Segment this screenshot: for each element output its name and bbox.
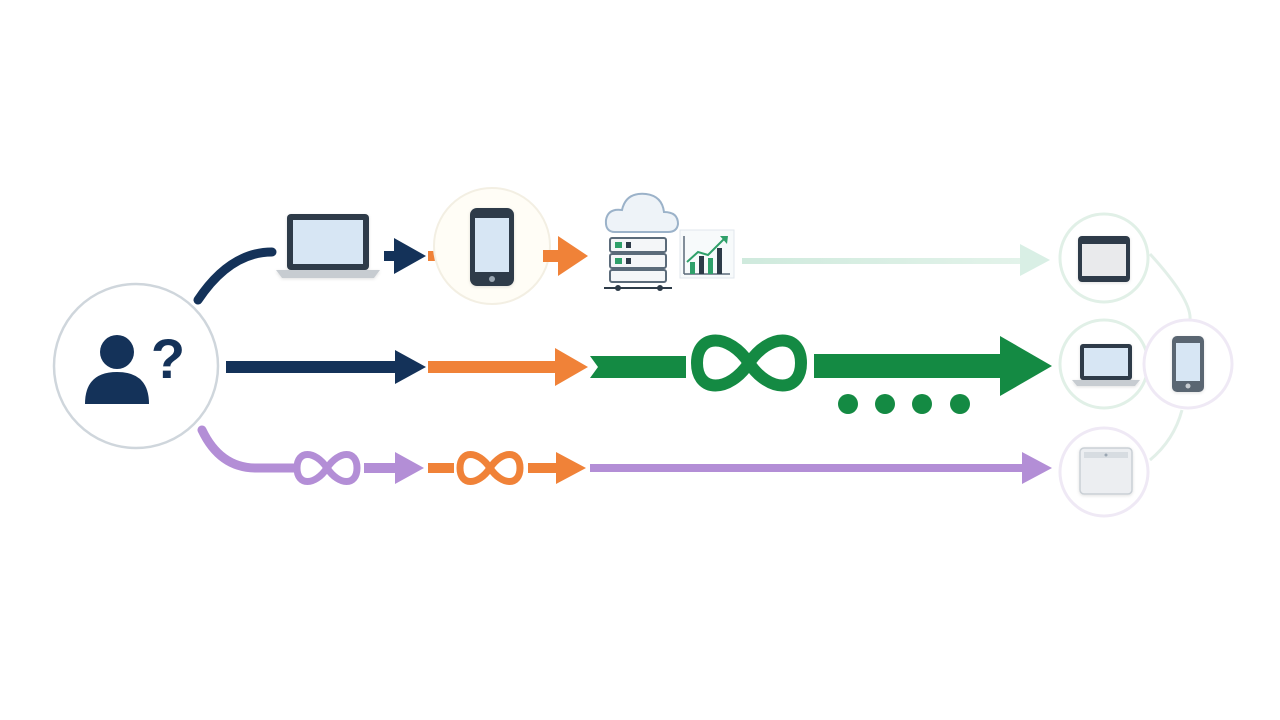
infinity-icon-purple <box>293 451 361 485</box>
arrow-mid-navy <box>226 350 426 384</box>
destination-middle <box>1058 318 1234 410</box>
bottom-curve-connector <box>197 425 301 473</box>
tablet-icon <box>1078 236 1130 282</box>
question-mark-icon: ? <box>151 327 185 390</box>
arrow-top-2 <box>543 236 588 276</box>
growth-chart-icon <box>679 229 735 279</box>
user-icon <box>85 335 149 404</box>
laptop-icon <box>1072 344 1140 386</box>
arrow-bottom-2 <box>528 452 586 484</box>
phone-node <box>433 187 551 305</box>
arrow-top-fade <box>742 244 1050 276</box>
arrow-bottom-long <box>590 452 1052 484</box>
top-curve-connector <box>193 247 277 305</box>
tablet-icon <box>1079 447 1133 495</box>
top-path <box>193 187 1050 305</box>
infinity-icon-orange <box>456 451 524 485</box>
laptop-icon <box>276 214 380 278</box>
destination-cluster <box>1058 212 1234 518</box>
arrow-top-1 <box>384 238 440 274</box>
dots-icon <box>838 394 970 414</box>
origin-node: ? <box>52 282 220 450</box>
phone-icon <box>1172 336 1204 392</box>
arrow-bottom-1 <box>364 452 454 484</box>
phone-icon <box>470 208 514 286</box>
infinity-icon <box>691 334 807 392</box>
destination-top <box>1058 212 1150 304</box>
arrow-mid-orange <box>428 348 588 386</box>
origin-circle <box>52 282 220 450</box>
bottom-path <box>197 425 1052 485</box>
cloud-server-icon <box>604 192 680 291</box>
middle-path <box>226 334 1052 414</box>
arrow-mid-green <box>590 334 1052 396</box>
destination-bottom <box>1058 426 1150 518</box>
